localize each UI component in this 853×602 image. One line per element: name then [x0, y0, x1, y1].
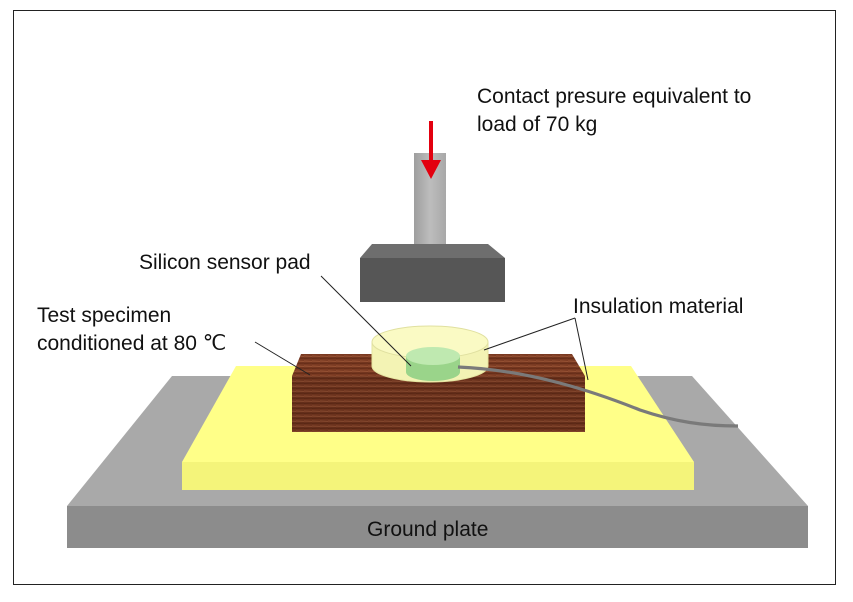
ground-plate-front	[67, 506, 808, 548]
figure-border	[13, 10, 836, 585]
insulation-leader-line-1	[483, 317, 576, 351]
sensor-leader-line	[320, 275, 412, 367]
silicon-sensor-pad-label: Silicon sensor pad	[139, 251, 311, 274]
load-arrow	[421, 121, 441, 179]
test-specimen-label-line2: conditioned at 80 ℃	[37, 332, 227, 355]
ground-plate-label: Ground plate	[367, 518, 489, 541]
press-base-top	[360, 244, 505, 258]
press-base-front	[360, 258, 505, 302]
specimen-front	[292, 376, 585, 432]
contact-pressure-label-line1: Contact presure equivalent to	[477, 85, 752, 108]
contact-pressure-label-line2: load of 70 kg	[477, 113, 598, 136]
insulation-front	[182, 462, 694, 490]
leader-lines	[254, 275, 589, 381]
silicon-sensor-pad	[406, 347, 460, 381]
insulation-leader-line-2	[574, 317, 589, 381]
press	[360, 153, 505, 302]
specimen-leader-line	[254, 341, 311, 376]
sensor-cable	[457, 365, 739, 428]
load-arrow-head	[421, 160, 441, 179]
test-specimen-label-line1: Test specimen	[37, 304, 172, 327]
insulation-material-label: Insulation material	[573, 295, 744, 318]
test-specimen	[292, 354, 585, 432]
